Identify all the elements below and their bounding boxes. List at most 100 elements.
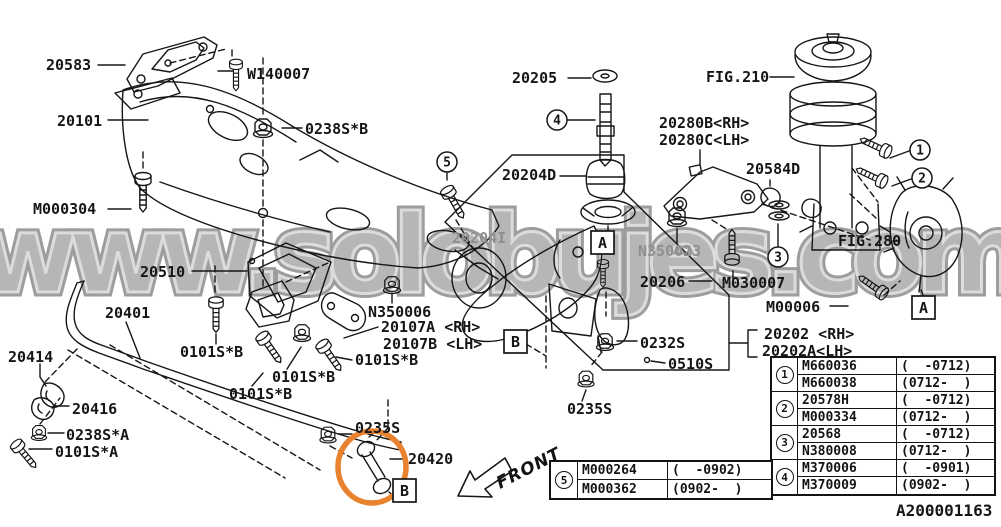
part-label-20202-rh: 20202 <RH> [764,325,854,343]
circled-number: 5 [555,471,573,489]
part-label-20202a-lh: 20202A<LH> [762,342,852,360]
nut-0235s [577,370,595,388]
part-label-20416: 20416 [72,400,117,418]
part-label-20584d: 20584D [746,160,800,178]
date-range-cell: (0712- ) [897,443,994,460]
nut-0238s-a [30,425,48,441]
bracket-20583 [126,36,218,93]
date-range-cell: (0712- ) [897,409,994,426]
circled-number: 3 [775,433,794,452]
part-label-20280b-rh: 20280B<RH> [659,114,749,132]
table-callout-4: 4 [772,460,798,494]
table-callout-2: 2 [772,392,798,426]
part-number-cell: M370006 [798,460,897,477]
callout-number: 4 [553,114,561,129]
part-label-0235s: 0235S [567,400,612,418]
part-number-cell: M000334 [798,409,897,426]
part-label-0238s-b: 0238S*B [305,120,368,138]
date-range-cell: ( -0902) [668,462,771,480]
strut-fig210 [789,33,891,251]
subframe-20101 [114,77,500,280]
ref-letter: A [919,299,928,317]
part-label-20401: 20401 [105,304,150,322]
part-label-20107a-rh: 20107A <RH> [381,318,480,336]
sway-bar-20401 [65,280,402,451]
part-number-cell: 20578H [798,392,897,409]
date-range-cell: ( -0712) [897,392,994,409]
part-label-m000304: M000304 [33,200,96,218]
bushing-20416 [30,397,55,421]
circled-number: 1 [775,365,794,384]
part-label-20420: 20420 [408,450,453,468]
control-arm-20202 [451,225,630,353]
part-number-cell: M000362 [578,480,668,498]
callout-3: 3 [767,246,789,268]
callout-number: 1 [916,144,924,159]
part-label-20510: 20510 [140,263,185,281]
ref-letter: A [598,234,607,252]
table-callout-3: 3 [772,426,798,460]
ref-box-a: A [590,230,615,255]
callout-number: 5 [443,156,451,171]
highlight-circle [335,428,409,506]
part-label-0235s: 0235S [355,419,400,437]
ref-letter: B [511,333,520,351]
part-label-20101: 20101 [57,112,102,130]
part-label-0101s-b: 0101S*B [229,385,292,403]
part-label-0232s: 0232S [640,334,685,352]
front-arrow-icon [457,457,513,498]
part-label-20280c-lh: 20280C<LH> [659,131,749,149]
callout-5: 5 [436,151,458,173]
part-label-n350023: N350023 [638,242,701,260]
part-number-cell: N380008 [798,443,897,460]
table-callout-5: 5 [551,462,578,498]
date-range-cell: (0902- ) [901,478,972,493]
nut-0101s-b [292,324,312,343]
part-label-20583: 20583 [46,56,91,74]
part-label-20204i: 20204I [452,229,506,247]
date-range-cell: ( -0712) [897,426,994,443]
ref-box-a: A [911,295,936,320]
part-label-fig-280: FIG.280 [838,232,901,250]
circled-number: 4 [775,468,794,486]
bracket-20107 [245,280,367,332]
clips-20584d [760,187,822,219]
part-label-20205: 20205 [512,69,557,87]
part-label-m00006: M00006 [766,298,820,316]
part-number-cell: M660038 [798,375,897,392]
date-range-cell: (0712- ) [897,375,994,392]
part-number-cell: M660036 [798,358,897,375]
part-label-n350006: N350006 [368,303,431,321]
date-range-cell: ( -0712) [897,358,994,375]
part-label-20206: 20206 [640,273,685,291]
part-label-20204d: 20204D [502,166,556,184]
table-callout-1: 1 [772,358,798,392]
leader-lines [28,64,924,460]
watermark-text: www.solobujes.com [0,193,1001,318]
callout-number: 3 [774,251,782,266]
part-label-20414: 20414 [8,348,53,366]
bolt-w140007 [229,58,243,92]
ref-box-b: B [392,478,417,503]
part-label-w140007: W140007 [247,65,310,83]
date-range-cell: ( -0901) [897,460,994,477]
part-label-0101s-b: 0101S*B [272,368,335,386]
drawing-number: A200001163 [896,501,992,520]
part-number-cell: M370009 [798,477,897,494]
bushing-20204d [580,158,636,225]
knuckle-fig280 [883,176,963,293]
part-number-cell: M000264 [578,462,668,480]
stud-20205 [592,69,618,167]
part-label-0510s: 0510S [668,355,713,373]
nut-0235s [319,426,337,444]
callout-number: 2 [918,172,926,187]
callout-2: 2 [911,167,933,189]
callout-4: 4 [546,109,568,131]
part-label-0238s-a: 0238S*A [66,426,129,444]
ref-box-b: B [503,329,528,354]
part-label-fig-210: FIG.210 [706,68,769,86]
circled-number: 2 [775,399,794,418]
watermark: www.solobujes.com www.solobujes.com [0,189,1001,323]
